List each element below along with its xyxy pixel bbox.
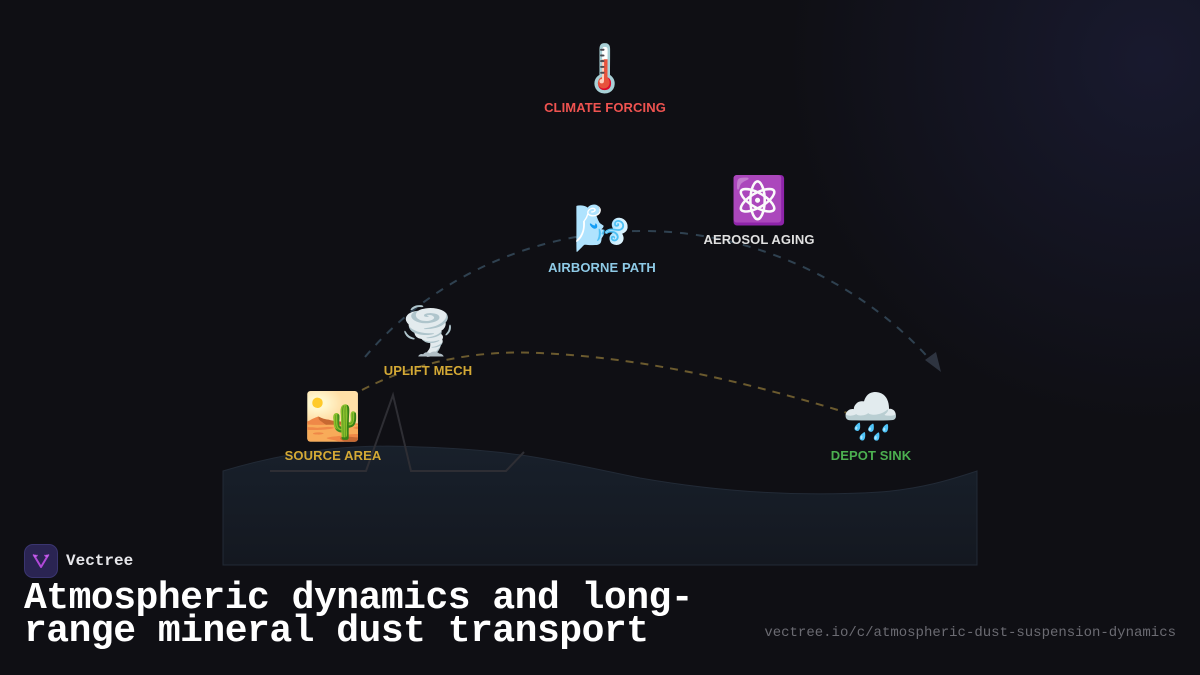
node-label: CLIMATE FORCING [544,100,666,115]
node-label: SOURCE AREA [284,448,382,463]
trajectory-high [364,229,933,363]
arrowhead-icon [925,352,941,372]
node-airborne-path[interactable]: 🌬️ AIRBORNE PATH [548,200,656,275]
terrain-ground [222,445,978,566]
wind-face-icon: 🌬️ [573,201,631,255]
mountain-outline [270,391,525,472]
node-label: AEROSOL AGING [703,232,815,247]
node-label: UPLIFT MECH [383,363,473,378]
node-aerosol-aging[interactable]: ⚛️ AEROSOL AGING [703,172,814,247]
vectree-logo-icon [24,544,58,578]
node-depot-sink[interactable]: 🌧️ DEPOT SINK [831,388,911,463]
tornado-icon: 🌪️ [399,304,457,358]
rain-cloud-icon: 🌧️ [842,389,900,443]
page-title: Atmospheric dynamics and long-range mine… [24,577,694,653]
node-source-area[interactable]: 🏜️ SOURCE AREA [285,388,382,463]
brand-name: Vectree [66,552,134,570]
brand: Vectree [24,544,133,578]
trajectory-low [361,351,871,421]
node-uplift-mech[interactable]: 🌪️ UPLIFT MECH [384,303,472,378]
thermometer-icon: 🌡️ [576,41,634,95]
desert-icon: 🏜️ [304,389,362,443]
node-label: DEPOT SINK [830,448,912,463]
atom-icon: ⚛️ [730,173,788,227]
page-url[interactable]: vectree.io/c/atmospheric-dust-suspension… [764,625,1176,641]
node-label: AIRBORNE PATH [548,260,656,275]
node-climate-forcing[interactable]: 🌡️ CLIMATE FORCING [544,40,666,115]
